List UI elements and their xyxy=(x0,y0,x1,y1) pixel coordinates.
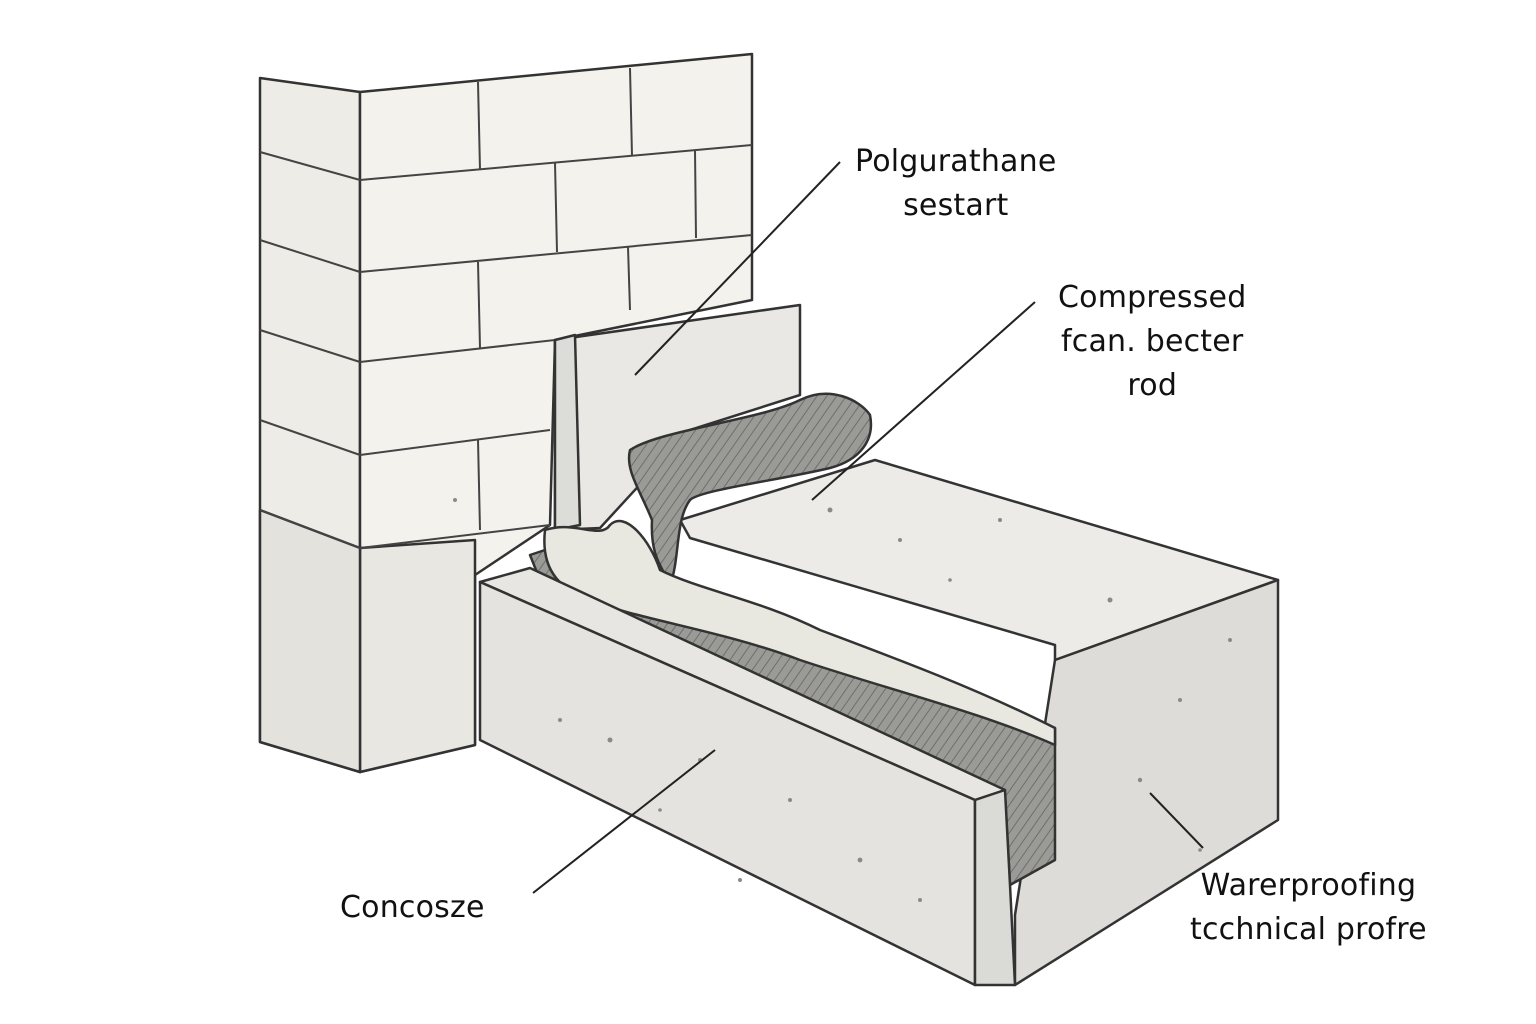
leader-concrete xyxy=(532,749,716,894)
front-slab xyxy=(478,566,1017,987)
polyurethane-sealant xyxy=(627,392,873,587)
label-rod-line3: rod xyxy=(1127,368,1178,403)
label-sealant-line1: Polgurathane xyxy=(855,144,1057,179)
label-concrete: Concosze xyxy=(340,886,485,930)
label-profile-line2: tcchnical profre xyxy=(1190,912,1427,947)
label-profile-line1: Warerproofing xyxy=(1200,868,1417,903)
label-waterproofing-profile: Warerproofing tcchnical profre xyxy=(1190,864,1427,952)
label-sealant-line2: sestart xyxy=(903,188,1009,223)
front-slab-end xyxy=(973,788,1017,987)
leader-backer-rod xyxy=(811,301,1036,501)
wall-base xyxy=(358,538,477,774)
leader-profile xyxy=(1149,792,1204,849)
label-rod-line2: fcan. becter xyxy=(1060,324,1244,359)
mortar-joints xyxy=(259,67,753,549)
sealant-bead xyxy=(543,519,1057,747)
concrete-texture xyxy=(453,498,1232,902)
label-polyurethane-sealant: Polgurathane sestart xyxy=(855,140,1057,228)
leader-lines xyxy=(532,161,1204,894)
joint-block-edge xyxy=(553,333,582,532)
label-rod-line1: Compressed xyxy=(1058,280,1247,315)
brick-wall xyxy=(258,52,754,774)
leader-sealant xyxy=(634,161,841,376)
label-backer-rod: Compressed fcan. becter rod xyxy=(1058,276,1246,408)
wall-base-side xyxy=(258,508,362,774)
label-concrete-text: Concosze xyxy=(340,890,485,925)
